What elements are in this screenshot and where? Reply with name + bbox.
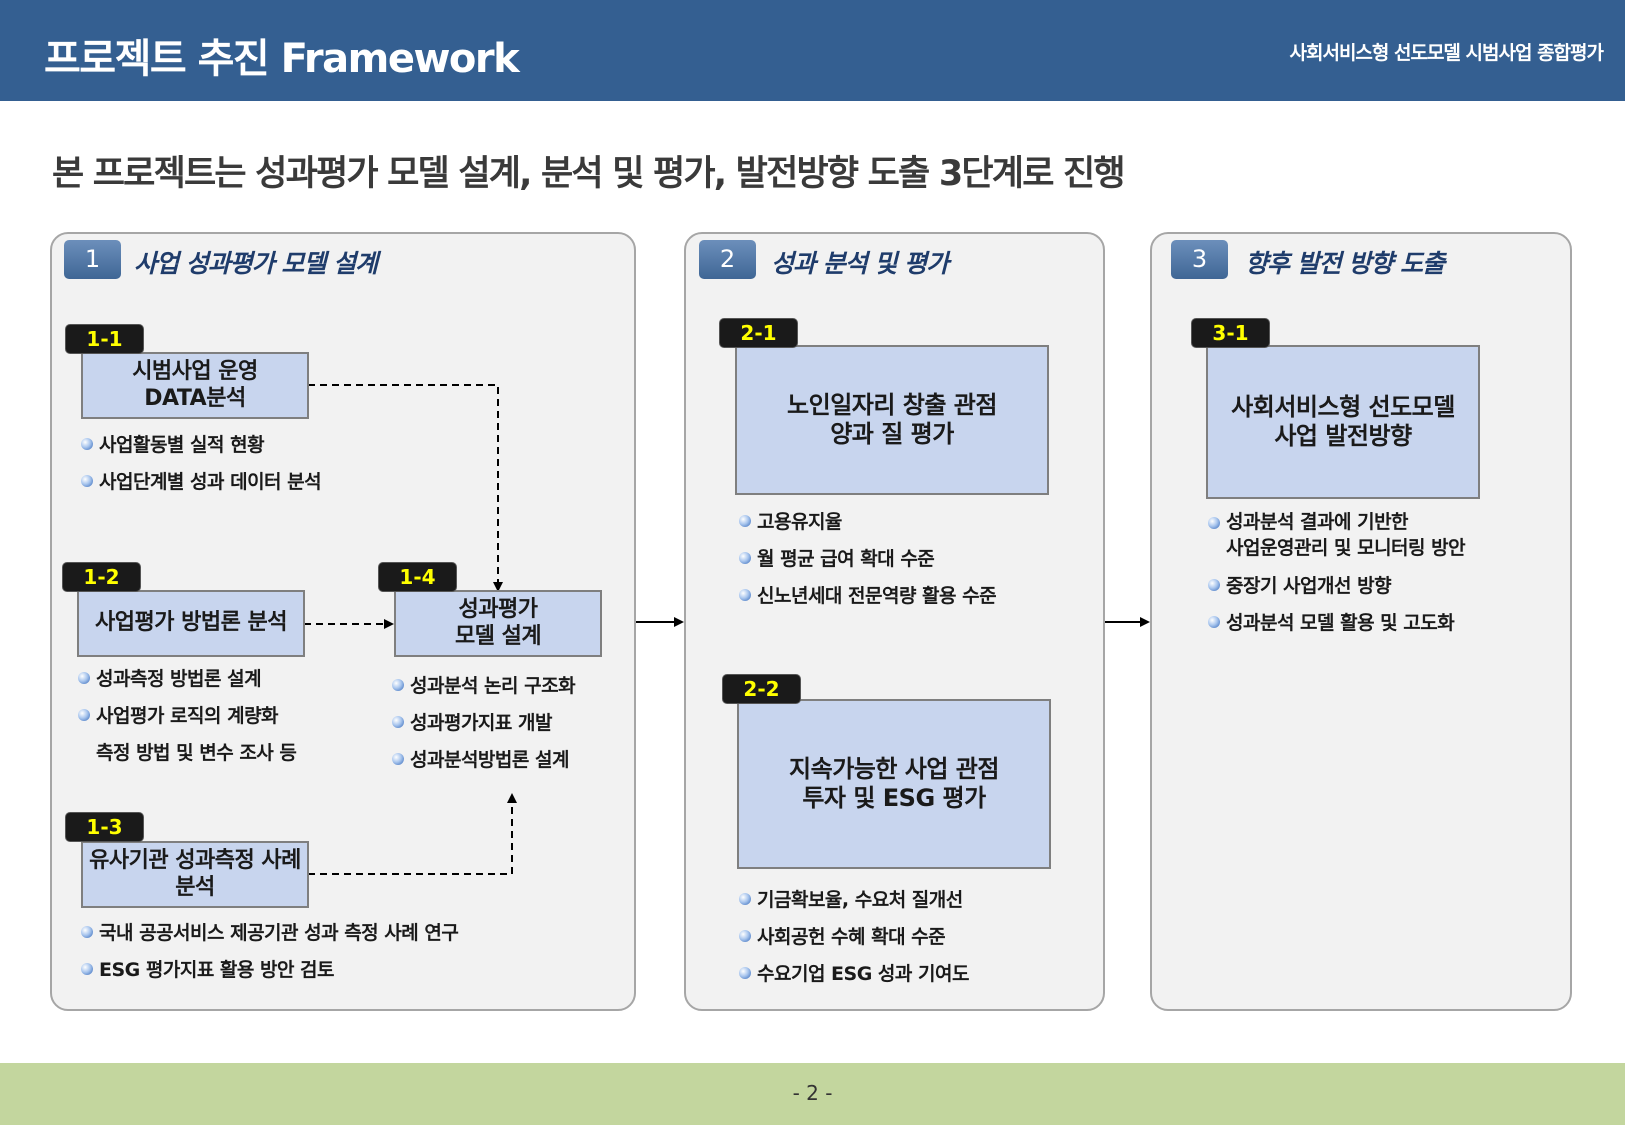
- bullet-item: 사업활동별 실적 현황: [81, 430, 321, 467]
- step-2-2-label: 지속가능한 사업 관점 투자 및 ESG 평가: [789, 755, 999, 812]
- step-2-2-bullets: 기금확보율, 수요처 질개선 사회공헌 수혜 확대 수준 수요기업 ESG 성과…: [739, 885, 969, 996]
- step-1-1-bullets: 사업활동별 실적 현황 사업단계별 성과 데이터 분석: [81, 430, 322, 504]
- page-number: - 2 -: [792, 1081, 833, 1105]
- step-1-4-label: 성과평가 모델 설계: [454, 597, 542, 649]
- step-1-3-bullets: 국내 공공서비스 제공기관 성과 측정 사례 연구 ESG 평가지표 활용 방안…: [81, 918, 459, 992]
- step-3-1-box: 사회서비스형 선도모델 사업 발전방향: [1206, 345, 1480, 499]
- page-title: 프로젝트 추진 Framework: [44, 36, 520, 82]
- bullet-item: 월 평균 급여 확대 수준: [739, 544, 996, 581]
- arrow-1-3-to-1-4: [308, 793, 517, 875]
- header-bar: 프로젝트 추진 Framework 사회서비스형 선도모델 시범사업 종합평가: [0, 0, 1625, 101]
- step-2-1-bullets: 고용유지율 월 평균 급여 확대 수준 신노년세대 전문역량 활용 수준: [739, 507, 997, 618]
- step-1-3-box: 유사기관 성과측정 사례 분석: [81, 841, 309, 908]
- step-3-1-label: 사회서비스형 선도모델 사업 발전방향: [1231, 393, 1455, 450]
- step-1-4-bullets: 성과분석 논리 구조화 성과평가지표 개발 성과분석방법론 설계: [392, 671, 576, 782]
- bullet-item: 중장기 사업개선 방향: [1208, 571, 1465, 608]
- bullet-continuation: 측정 방법 및 변수 조사 등: [96, 742, 297, 764]
- step-2-2-tag: 2-2: [722, 674, 801, 704]
- bullet-item: 사업평가 로직의 계량화: [78, 701, 296, 738]
- step-1-2-label: 사업평가 방법론 분석: [95, 610, 287, 636]
- report-subtitle: 사회서비스형 선도모델 시범사업 종합평가: [1289, 42, 1604, 64]
- phase-2-number: 2: [699, 240, 756, 279]
- bullet-item: 성과분석방법론 설계: [392, 745, 575, 782]
- bullet-item: 성과측정 방법론 설계: [78, 664, 296, 701]
- phase-3-title: 향후 발전 방향 도출: [1245, 249, 1445, 278]
- phase-1-number: 1: [64, 240, 121, 279]
- step-1-4-box: 성과평가 모델 설계: [394, 590, 602, 657]
- step-1-4-tag: 1-4: [378, 562, 457, 592]
- bullet-item: 신노년세대 전문역량 활용 수준: [739, 581, 997, 618]
- step-2-1-box: 노인일자리 창출 관점 양과 질 평가: [735, 345, 1049, 495]
- step-1-1-label: 시범사업 운영 DATA분석: [132, 359, 258, 411]
- phase-1-title: 사업 성과평가 모델 설계: [134, 249, 378, 278]
- step-1-3-label: 유사기관 성과측정 사례 분석: [89, 848, 301, 900]
- step-1-1-tag: 1-1: [65, 324, 144, 354]
- step-3-1-bullets: 성과분석 결과에 기반한 사업운영관리 및 모니터링 방안 중장기 사업개선 방…: [1208, 509, 1466, 645]
- headline: 본 프로젝트는 성과평가 모델 설계, 분석 및 평가, 발전방향 도출 3단계…: [52, 154, 1126, 194]
- step-2-1-label: 노인일자리 창출 관점 양과 질 평가: [787, 391, 997, 448]
- step-1-2-box: 사업평가 방법론 분석: [77, 590, 305, 657]
- bullet-item: ESG 평가지표 활용 방안 검토: [81, 955, 458, 992]
- step-1-1-box: 시범사업 운영 DATA분석: [81, 352, 309, 419]
- phase-3-number: 3: [1171, 240, 1228, 279]
- bullet-item: 성과분석 논리 구조화: [392, 671, 576, 708]
- bullet-item: 수요기업 ESG 성과 기여도: [739, 959, 969, 996]
- bullet-item: 고용유지율: [739, 507, 996, 544]
- bullet-item: 성과평가지표 개발: [392, 708, 575, 745]
- step-1-3-tag: 1-3: [65, 812, 144, 842]
- bullet-item: 성과분석 결과에 기반한 사업운영관리 및 모니터링 방안: [1208, 509, 1466, 561]
- arrow-1-1-to-1-4: [308, 384, 503, 592]
- step-2-2-box: 지속가능한 사업 관점 투자 및 ESG 평가: [737, 699, 1051, 869]
- step-1-2-bullets: 성과측정 방법론 설계 사업평가 로직의 계량화 측정 방법 및 변수 조사 등: [78, 664, 297, 775]
- footer-bar: - 2 -: [0, 1063, 1625, 1125]
- phase-2-title: 성과 분석 및 평가: [771, 249, 949, 278]
- step-1-2-tag: 1-2: [62, 562, 141, 592]
- bullet-item: 국내 공공서비스 제공기관 성과 측정 사례 연구: [81, 918, 459, 955]
- bullet-item: 사회공헌 수혜 확대 수준: [739, 922, 969, 959]
- step-2-1-tag: 2-1: [719, 318, 798, 348]
- bullet-item: 사업단계별 성과 데이터 분석: [81, 467, 322, 504]
- bullet-item: 성과분석 모델 활용 및 고도화: [1208, 608, 1465, 645]
- step-3-1-tag: 3-1: [1191, 318, 1270, 348]
- bullet-item: 기금확보율, 수요처 질개선: [739, 885, 969, 922]
